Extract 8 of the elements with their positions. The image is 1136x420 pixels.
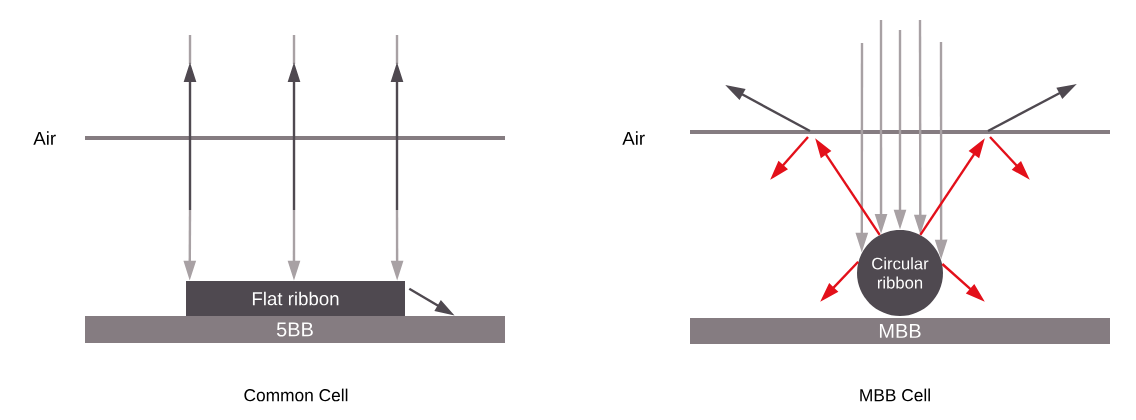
layer-label: Air [33,131,56,145]
caption: MBB Cell [860,388,930,402]
circular-ribbon: Circular ribbon [857,230,943,316]
flat-ribbon: Flat ribbon [186,281,405,316]
busbar: 5BB [85,316,505,343]
busbar: MBB [690,318,1110,344]
caption: Common Cell [244,388,348,402]
layer-label: Air [622,131,645,145]
